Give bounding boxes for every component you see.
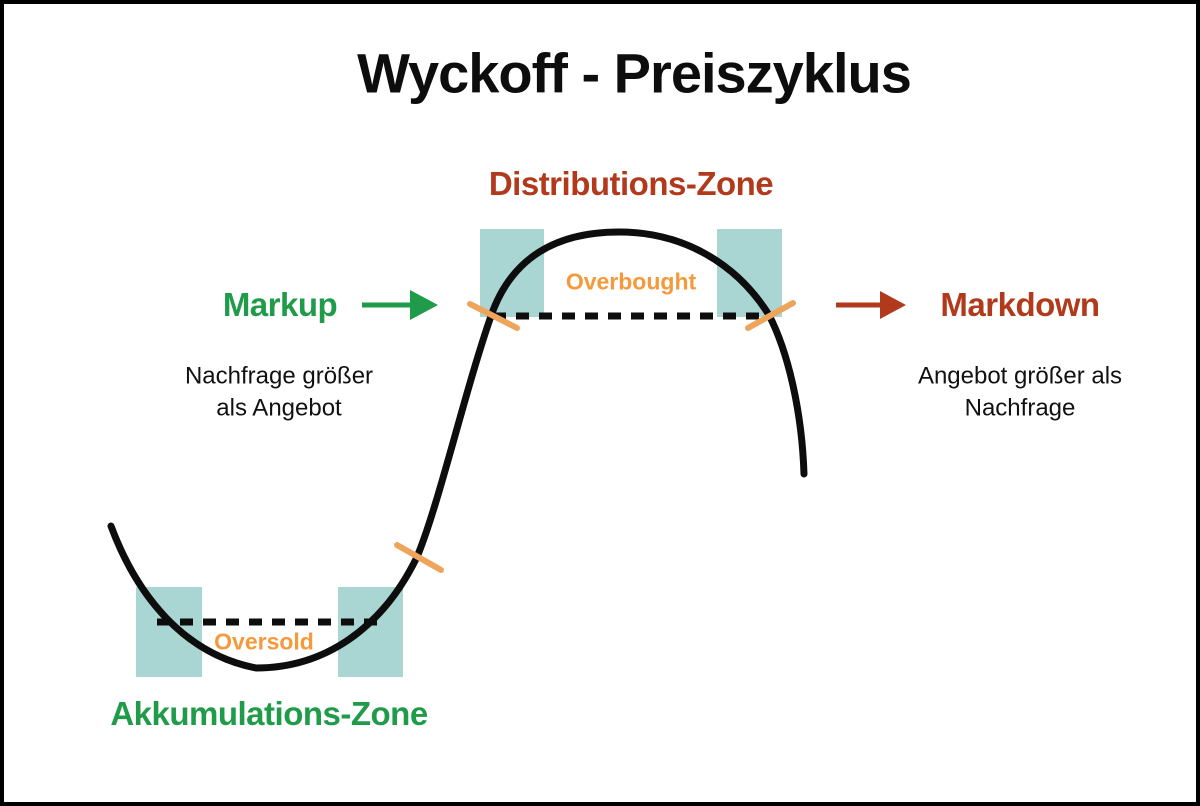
markup-note: Nachfrage größer als Angebot — [185, 361, 373, 426]
markup-arrow-right-icon — [362, 290, 438, 320]
markdown-note: Angebot größer als Nachfrage — [918, 361, 1122, 426]
distribution-zone-box-right — [717, 229, 782, 317]
distribution-zone-heading: Distributions-Zone — [488, 165, 774, 202]
markdown-phase-label: Markdown — [940, 286, 1100, 323]
accumulation-zone-heading: Akkumulations-Zone — [110, 695, 428, 732]
markup-note-line2: als Angebot — [216, 395, 342, 422]
markdown-arrow-right-icon — [836, 291, 906, 319]
breakout-slash-icon-markup — [394, 542, 444, 573]
markdown-note-line1: Angebot größer als — [917, 362, 1123, 390]
price-cycle-curve — [107, 228, 808, 672]
accumulation-zone-box-left — [136, 587, 202, 677]
oversold-label: Oversold — [214, 628, 314, 655]
breakout-slash-icon-top-left — [467, 301, 520, 331]
markup-phase-label: Markup — [222, 286, 338, 323]
price-cycle-canvas — [107, 228, 906, 677]
overbought-label: Overbought — [565, 268, 697, 295]
markup-note-line1: Nachfrage größer — [184, 362, 374, 390]
page-title: Wyckoff - Preiszyklus — [357, 41, 912, 105]
markdown-note-line2: Nachfrage — [964, 395, 1076, 422]
breakout-slash-icon-top-right — [745, 300, 796, 331]
